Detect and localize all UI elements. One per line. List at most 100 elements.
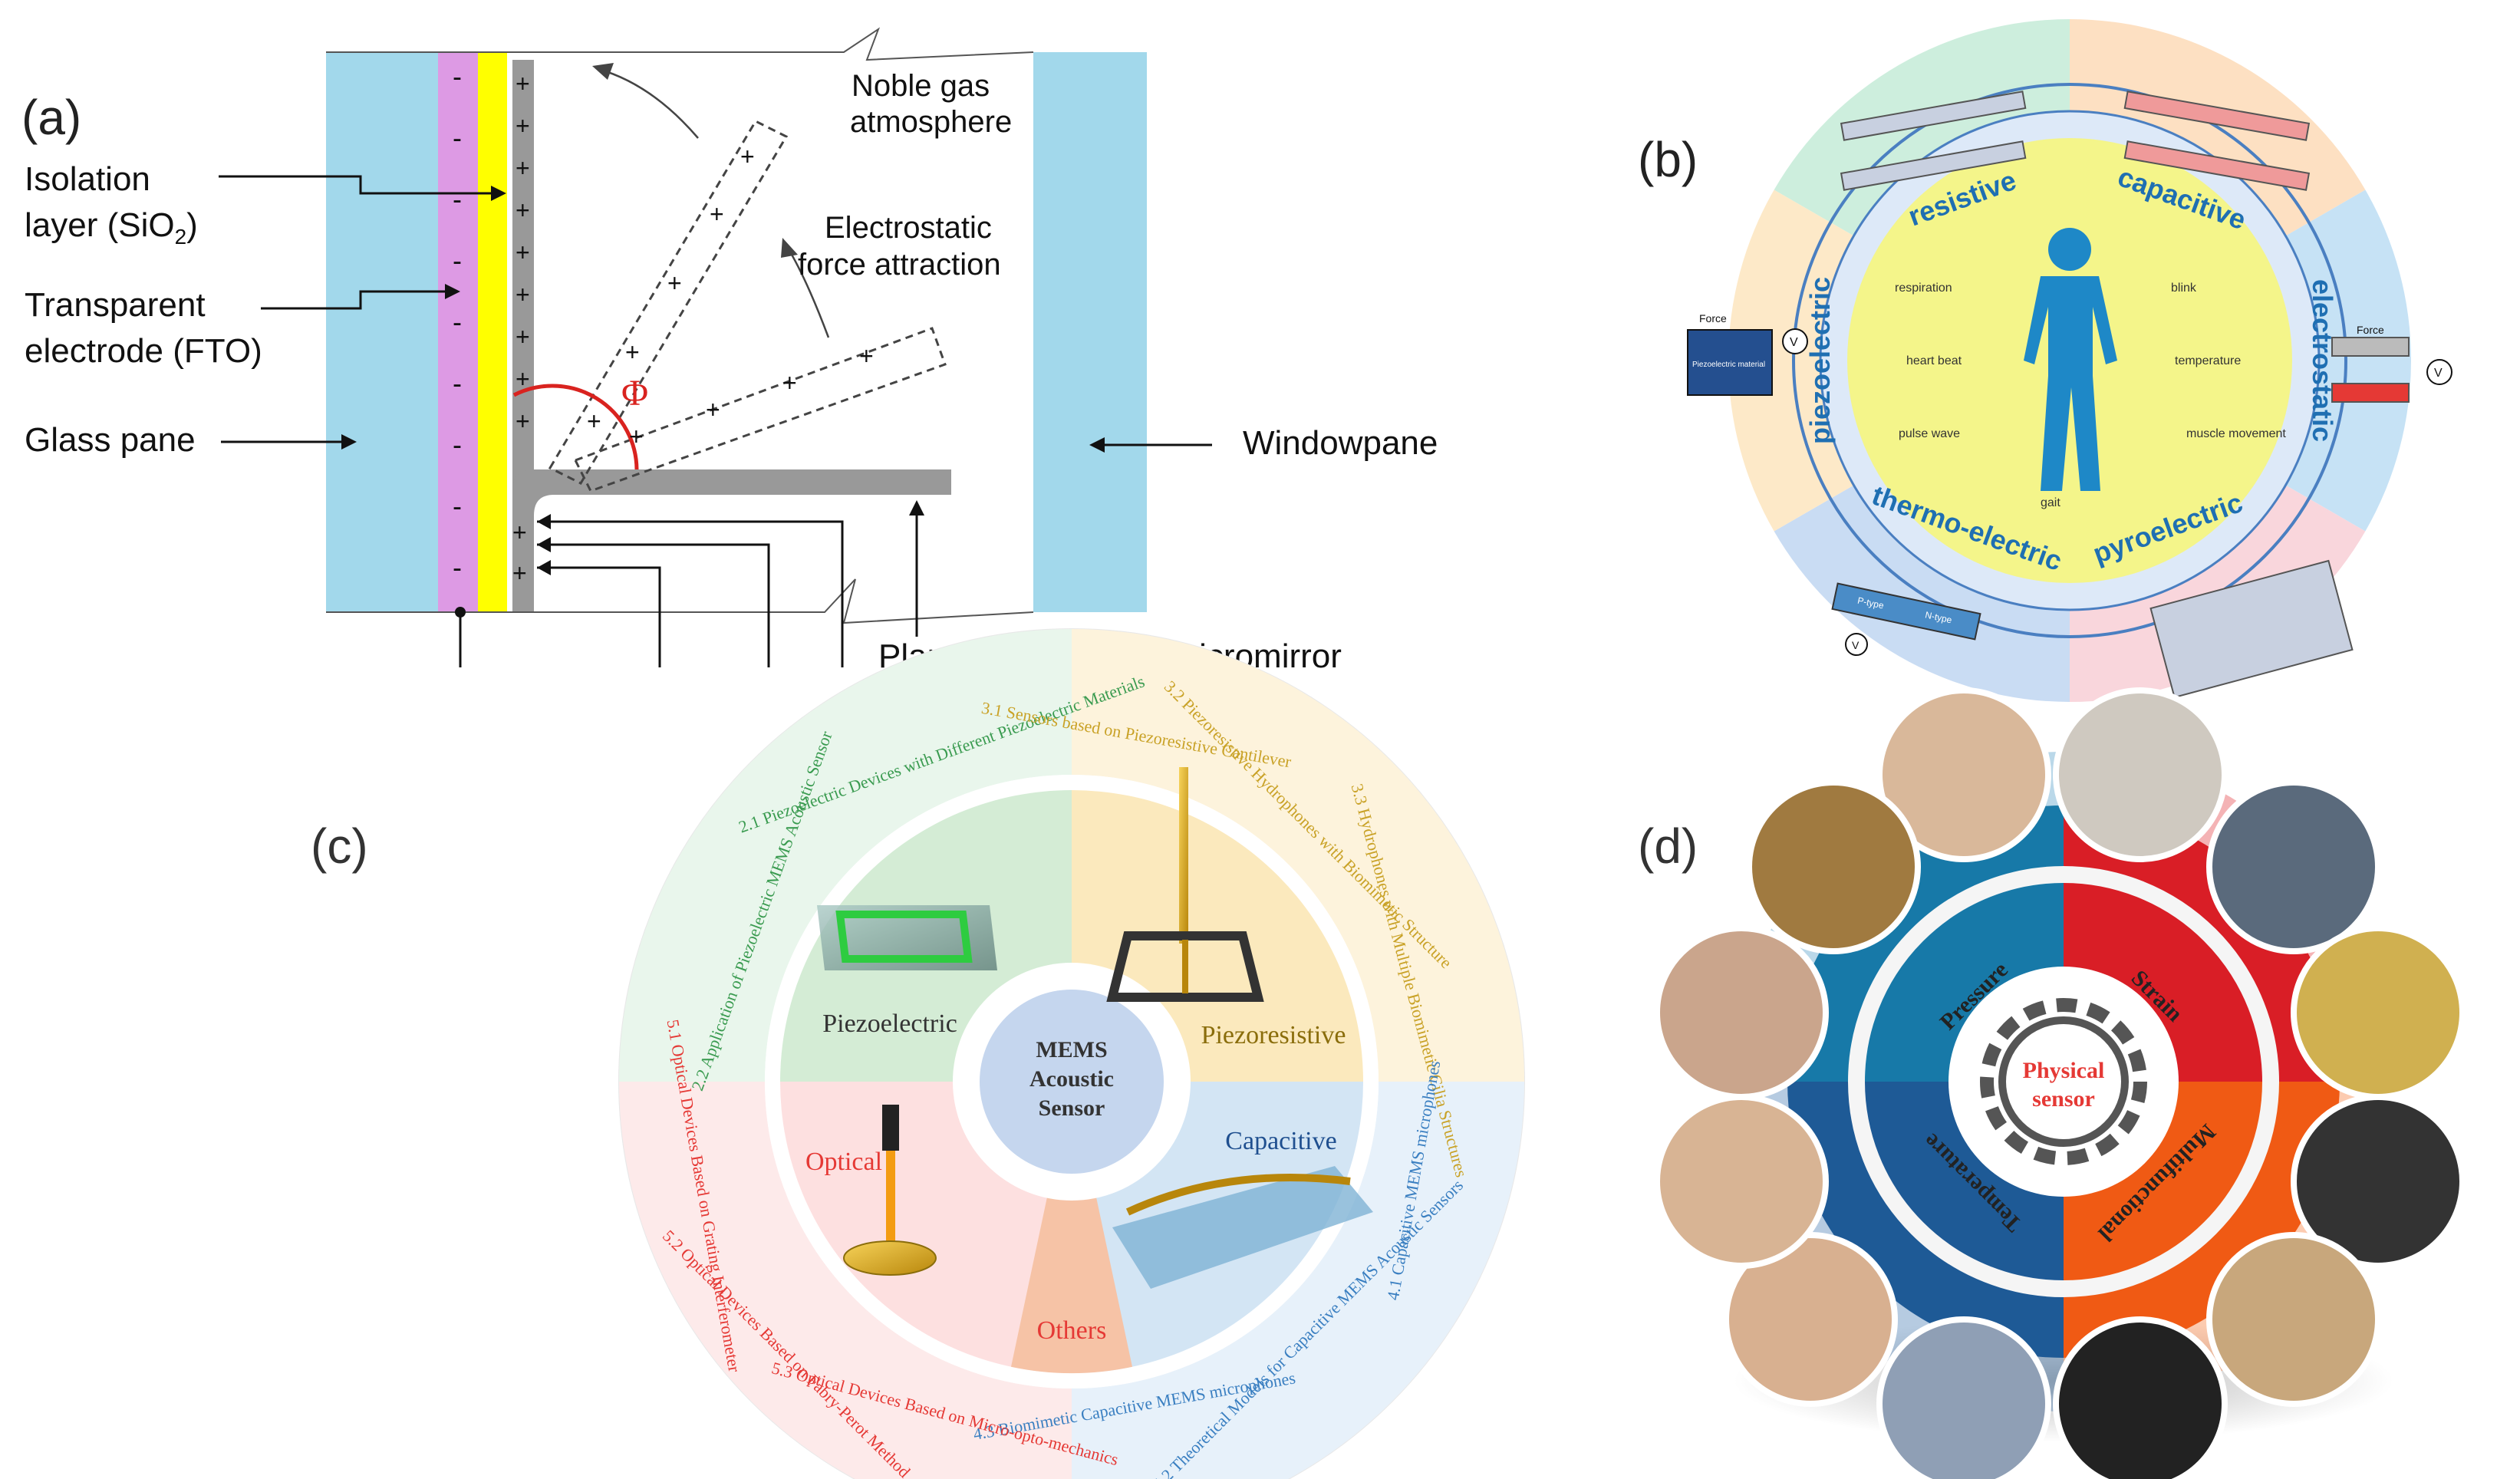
sensor-photo-9 bbox=[1723, 1232, 1898, 1407]
sensor-photo-4 bbox=[2291, 925, 2466, 1100]
panel-d-tag: (d) bbox=[1638, 819, 1698, 874]
isolation-layer bbox=[478, 52, 507, 612]
signal-label-muscle-movement: muscle movement bbox=[2186, 427, 2286, 440]
sensor-photo-1 bbox=[1876, 687, 2051, 862]
minus-charge: - bbox=[453, 429, 462, 460]
windowpane-pointer-head bbox=[1089, 437, 1105, 453]
isolation-label-line1: Isolation bbox=[25, 160, 150, 198]
svg-text:V: V bbox=[1852, 639, 1860, 651]
noble-gas-line1: Noble gas bbox=[852, 69, 990, 103]
micromirror-pointer-head bbox=[909, 500, 924, 516]
panel-d-center-line1: Physical bbox=[2023, 1058, 2105, 1083]
panel-c-center-line1: MEMS bbox=[1036, 1037, 1107, 1062]
motion-arrow-top bbox=[598, 68, 699, 139]
plus-charge: + bbox=[512, 519, 527, 546]
plus-charge: + bbox=[516, 112, 530, 140]
signal-label-blink: blink bbox=[2171, 282, 2197, 295]
sensor-photo-12 bbox=[1746, 779, 1921, 954]
sensor-photo-5 bbox=[2291, 1094, 2466, 1269]
svg-text:V: V bbox=[1790, 336, 1798, 349]
signal-label-pulse-wave: pulse wave bbox=[1899, 427, 1960, 440]
quadrant-label-capacitive: Capacitive bbox=[1225, 1127, 1336, 1155]
plus-charge: + bbox=[740, 143, 755, 170]
panel-c-tag: (c) bbox=[311, 819, 368, 874]
quadrant-label-others: Others bbox=[1037, 1316, 1107, 1345]
plus-charge: + bbox=[587, 407, 601, 435]
ring-sector-piezoresistive bbox=[1072, 629, 1524, 1082]
electrostatic-line1: Electrostatic bbox=[825, 211, 992, 245]
transparent-label-line2: electrode (FTO) bbox=[25, 332, 262, 370]
plus-charge: + bbox=[629, 423, 644, 450]
glass-pointer-head bbox=[341, 434, 357, 450]
plus-charge: + bbox=[625, 338, 640, 366]
panel-b-mid-ring bbox=[1792, 83, 2347, 638]
plus-charge: + bbox=[710, 200, 724, 228]
panel-d-ring-white bbox=[1848, 866, 2279, 1297]
noble-gas-line2: atmosphere bbox=[850, 105, 1012, 139]
plus-charge: + bbox=[516, 196, 530, 224]
resistive-device-icon bbox=[1840, 91, 2027, 191]
windowpane-label: Windowpane bbox=[1243, 424, 1438, 462]
cut-line-bottom bbox=[326, 578, 1034, 624]
signal-label-respiration: respiration bbox=[1895, 282, 1952, 295]
panel-b-signals: respiration blink heart beat temperature pul… bbox=[1895, 282, 2286, 509]
minus-charges: --------- bbox=[453, 61, 462, 583]
piezoelectric-device-image bbox=[817, 905, 997, 970]
angle-arc bbox=[512, 384, 639, 470]
quadrant-label-optical: Optical bbox=[805, 1148, 882, 1176]
minus-charge: - bbox=[453, 183, 462, 215]
minus-charge: - bbox=[453, 367, 462, 399]
plus-charge: + bbox=[516, 365, 530, 393]
ring-sector-optical bbox=[619, 1082, 1072, 1479]
electrostatic-line2: force attraction bbox=[798, 248, 1001, 282]
panel-c-center-line3: Sensor bbox=[1039, 1095, 1105, 1121]
signal-label-temperature: temperature bbox=[2175, 354, 2241, 367]
minus-charge: - bbox=[453, 552, 462, 583]
wire-arrow-1 bbox=[537, 560, 551, 575]
svg-text:Force: Force bbox=[2357, 324, 2384, 336]
quadrant-others bbox=[1010, 1082, 1133, 1373]
micromirror-curl bbox=[512, 469, 951, 612]
sector-label-piezoelectric: piezoelectric bbox=[1804, 277, 1836, 444]
wire-arrow-2 bbox=[537, 537, 551, 552]
minus-charge: - bbox=[453, 61, 462, 92]
minus-charge: - bbox=[453, 306, 462, 338]
panel-a-tag: (a) bbox=[21, 90, 81, 145]
quadrant-label-piezoresistive: Piezoresistive bbox=[1201, 1021, 1346, 1049]
transparent-electrode-fto bbox=[438, 52, 478, 612]
windowpane bbox=[1033, 52, 1147, 612]
plus-charge: + bbox=[706, 396, 720, 423]
plus-charge: + bbox=[667, 269, 682, 297]
gear-icon bbox=[1980, 998, 2147, 1165]
cut-line-top bbox=[326, 27, 1034, 61]
sensor-photo-2 bbox=[2053, 687, 2228, 862]
svg-text:Piezoelectric material: Piezoelectric material bbox=[1692, 361, 1765, 369]
motion-arrow-top-head bbox=[592, 63, 614, 80]
svg-text:V: V bbox=[2434, 367, 2443, 380]
plus-charge: + bbox=[516, 407, 530, 435]
glass-pane bbox=[326, 52, 438, 612]
pyroelectric-device-icon bbox=[2149, 559, 2354, 699]
wire-node bbox=[455, 607, 466, 618]
circuit-wires bbox=[459, 520, 844, 667]
dashed-mirror-high bbox=[548, 120, 789, 485]
optical-device-image bbox=[843, 1105, 937, 1276]
piezoresistive-device-image bbox=[1106, 767, 1264, 1002]
transparent-pointer-head bbox=[445, 284, 460, 299]
transparent-pointer bbox=[261, 290, 453, 310]
transparent-label-line1: Transparent bbox=[25, 286, 206, 324]
svg-text:Force: Force bbox=[1699, 312, 1727, 324]
isolation-pointer bbox=[219, 175, 499, 195]
isolation-pointer-head bbox=[491, 186, 506, 201]
capacitive-device-icon bbox=[2123, 91, 2311, 191]
sensor-photo-8 bbox=[1876, 1316, 2051, 1479]
signal-label-heart-beat: heart beat bbox=[1906, 354, 1962, 367]
plus-charge: + bbox=[516, 323, 530, 351]
plus-charge: + bbox=[516, 281, 530, 308]
plus-charge: + bbox=[516, 154, 530, 182]
sensor-photo-3 bbox=[2206, 779, 2381, 954]
signal-label-gait: gait bbox=[2041, 496, 2060, 509]
